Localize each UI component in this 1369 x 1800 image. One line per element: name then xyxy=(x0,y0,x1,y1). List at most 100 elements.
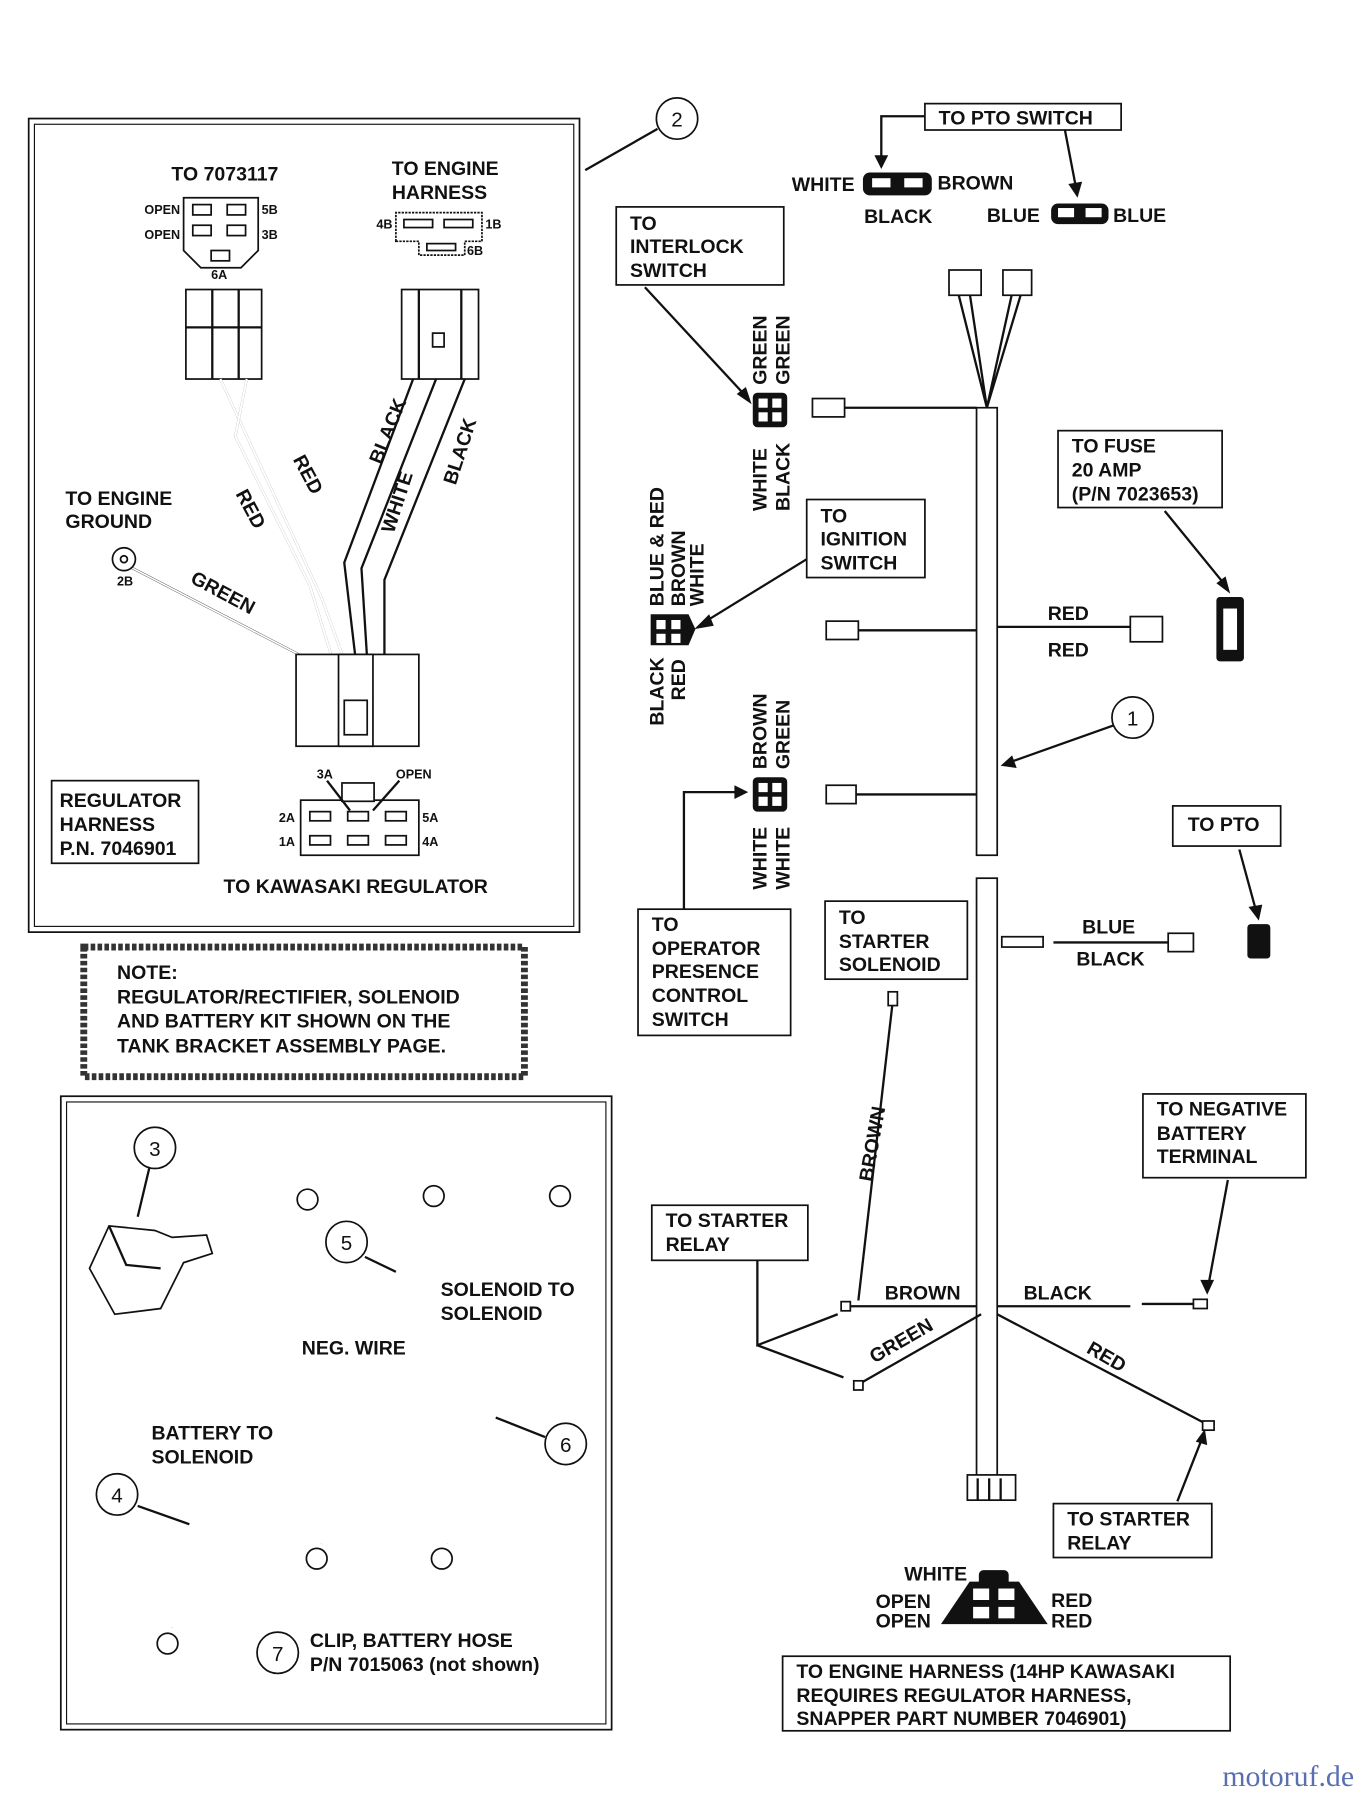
svg-text:IGNITION: IGNITION xyxy=(820,528,907,550)
pto-plug xyxy=(1247,924,1271,959)
svg-text:5B: 5B xyxy=(262,203,278,217)
callout-4: 4 xyxy=(95,1472,139,1516)
label-to-starter-solenoid: TO STARTER SOLENOID xyxy=(824,900,969,981)
svg-text:BROWN: BROWN xyxy=(750,693,772,769)
svg-text:WHITE: WHITE xyxy=(750,827,772,890)
svg-text:HARNESS: HARNESS xyxy=(60,814,155,836)
connector-7073117-pinout: OPEN 5B OPEN 3B 6A xyxy=(144,196,278,282)
callout-5: 5 xyxy=(325,1220,369,1264)
svg-text:BROWN: BROWN xyxy=(668,530,690,606)
svg-text:TO: TO xyxy=(630,213,657,235)
svg-text:INTERLOCK: INTERLOCK xyxy=(630,236,744,258)
svg-text:REGULATOR/RECTIFIER, SOLENOID: REGULATOR/RECTIFIER, SOLENOID xyxy=(117,986,460,1008)
svg-text:RED: RED xyxy=(1048,603,1089,625)
operator-presence-plug xyxy=(752,777,788,812)
svg-text:WHITE: WHITE xyxy=(904,1563,967,1585)
svg-text:OPEN: OPEN xyxy=(144,228,180,242)
label-to-pto-switch: TO PTO SWITCH xyxy=(939,107,1093,129)
svg-text:SWITCH: SWITCH xyxy=(820,553,897,575)
regulator-harness-panel: 2 TO 7073117 OPEN 5B OPEN 3B 6A TO ENGIN… xyxy=(27,97,699,933)
svg-text:BROWN: BROWN xyxy=(885,1282,961,1304)
svg-text:HARNESS: HARNESS xyxy=(392,182,487,204)
svg-text:RED: RED xyxy=(1048,640,1089,662)
svg-text:TO ENGINE HARNESS (14HP KAWASA: TO ENGINE HARNESS (14HP KAWASAKI xyxy=(796,1661,1175,1683)
plug-left xyxy=(185,288,263,380)
svg-text:P/N 7015063 (not shown): P/N 7015063 (not shown) xyxy=(310,1654,540,1676)
svg-text:BROWN: BROWN xyxy=(938,173,1014,195)
svg-text:OPERATOR: OPERATOR xyxy=(652,938,761,960)
svg-text:6A: 6A xyxy=(211,268,227,282)
label-to-starter-relay-right: TO STARTER RELAY xyxy=(1052,1502,1213,1559)
svg-text:3A: 3A xyxy=(317,767,333,781)
harness-end-connector xyxy=(966,1474,1017,1502)
battery-to-solenoid-cable xyxy=(156,1188,319,1655)
label-to-engine-ground: TO ENGINE xyxy=(65,488,172,510)
svg-text:BLACK: BLACK xyxy=(646,657,668,725)
svg-text:TANK BRACKET ASSEMBLY PAGE.: TANK BRACKET ASSEMBLY PAGE. xyxy=(117,1036,446,1058)
pto-switch-leads xyxy=(948,269,1033,409)
svg-text:7: 7 xyxy=(272,1643,283,1666)
svg-text:TERMINAL: TERMINAL xyxy=(1157,1146,1258,1168)
svg-text:1A: 1A xyxy=(279,835,295,849)
svg-text:BLUE & RED: BLUE & RED xyxy=(646,487,668,606)
pin-2b: 2B xyxy=(117,575,133,589)
svg-text:20 AMP: 20 AMP xyxy=(1072,460,1142,482)
label-to-operator-presence: TO OPERATOR PRESENCE CONTROL SWITCH xyxy=(637,908,792,1037)
engine-harness-plug: WHITE OPEN OPEN RED RED xyxy=(876,1563,1093,1632)
svg-text:2A: 2A xyxy=(279,811,295,825)
svg-text:6: 6 xyxy=(560,1434,571,1457)
svg-text:TO: TO xyxy=(652,914,679,936)
svg-text:PRESENCE: PRESENCE xyxy=(652,961,759,983)
svg-text:WHITE: WHITE xyxy=(750,448,772,511)
svg-text:SOLENOID: SOLENOID xyxy=(151,1446,253,1468)
svg-text:REQUIRES REGULATOR HARNESS,: REQUIRES REGULATOR HARNESS, xyxy=(796,1685,1131,1707)
callout-leader xyxy=(584,127,659,172)
svg-text:OPEN: OPEN xyxy=(876,1591,931,1613)
svg-text:TO: TO xyxy=(820,505,847,527)
svg-text:REGULATOR: REGULATOR xyxy=(60,790,182,812)
solenoid-to-solenoid-cable xyxy=(430,1184,572,1570)
svg-text:4A: 4A xyxy=(422,835,438,849)
battery-kit-panel: 3 5 4 6 7 NEG. WIRE SOLENOID TO SOLENOID… xyxy=(59,1095,613,1731)
svg-text:1: 1 xyxy=(1127,708,1138,731)
fuse-holder xyxy=(1216,597,1244,662)
svg-text:SWITCH: SWITCH xyxy=(652,1009,729,1031)
label-to-pto: TO PTO xyxy=(1171,805,1282,847)
battery-terminal-cover xyxy=(88,1224,214,1316)
svg-text:BROWN: BROWN xyxy=(855,1105,890,1183)
svg-text:SOLENOID: SOLENOID xyxy=(441,1303,543,1325)
svg-text:BLACK: BLACK xyxy=(864,206,932,228)
svg-text:BLACK: BLACK xyxy=(1024,1282,1092,1304)
svg-text:5: 5 xyxy=(341,1232,352,1255)
svg-text:WHITE: WHITE xyxy=(792,174,855,196)
label-clip-battery-hose: CLIP, BATTERY HOSE xyxy=(310,1630,513,1652)
svg-text:TO STARTER: TO STARTER xyxy=(1067,1508,1190,1530)
svg-text:2: 2 xyxy=(671,109,682,132)
svg-text:GREEN: GREEN xyxy=(772,700,794,769)
svg-text:RELAY: RELAY xyxy=(666,1234,730,1256)
label-neg-wire: NEG. WIRE xyxy=(302,1337,406,1359)
ignition-plug xyxy=(650,614,696,646)
label-battery-to-solenoid: BATTERY TO xyxy=(151,1422,273,1444)
label-to-engine-harness: TO ENGINE xyxy=(392,158,499,180)
callout-7: 7 xyxy=(256,1631,300,1675)
watermark-logo: motoruf.de xyxy=(1222,1760,1354,1793)
label-to-starter-relay-left: TO STARTER RELAY xyxy=(650,1204,809,1262)
svg-text:RED: RED xyxy=(668,659,690,700)
regulator-wires xyxy=(111,378,466,662)
svg-text:GREEN: GREEN xyxy=(750,315,772,384)
svg-text:SNAPPER PART NUMBER 7046901): SNAPPER PART NUMBER 7046901) xyxy=(796,1708,1126,1730)
svg-text:GROUND: GROUND xyxy=(65,511,152,533)
svg-text:GREEN: GREEN xyxy=(772,315,794,384)
svg-text:(P/N 7023653): (P/N 7023653) xyxy=(1072,484,1199,506)
kawasaki-regulator-pinout: 3A OPEN 2A 5A 1A 4A xyxy=(279,767,438,857)
callout-6: 6 xyxy=(544,1422,588,1466)
interlock-plug xyxy=(752,392,788,428)
svg-text:P.N. 7046901: P.N. 7046901 xyxy=(60,838,177,860)
svg-text:4: 4 xyxy=(111,1484,122,1507)
connector-engine-harness-pinout: 4B 1B 6B xyxy=(376,211,502,258)
svg-text:TO FUSE: TO FUSE xyxy=(1072,435,1156,457)
svg-text:RED: RED xyxy=(1051,1611,1092,1633)
svg-text:BLUE: BLUE xyxy=(987,205,1040,227)
